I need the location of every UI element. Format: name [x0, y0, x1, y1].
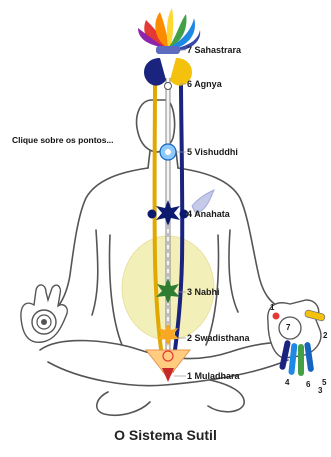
- chakra-5-vishuddhi[interactable]: [160, 144, 176, 160]
- finger-number-2[interactable]: 2: [323, 331, 327, 340]
- chakra-name: Swadisthana: [195, 333, 250, 343]
- finger-number-6[interactable]: 6: [306, 380, 310, 389]
- chakra-name: Muladhara: [195, 371, 240, 381]
- chakra-number: 7: [187, 45, 192, 55]
- chakra-number: 3: [187, 287, 192, 297]
- chakra-name: Nabhi: [195, 287, 220, 297]
- chakra-number: 5: [187, 147, 192, 157]
- chakra-name: Anahata: [194, 209, 230, 219]
- chakra-label-6[interactable]: 6 Agnya: [187, 79, 222, 89]
- finger-number-3[interactable]: 3: [318, 386, 322, 395]
- chakra-1-muladhara[interactable]: [146, 350, 190, 382]
- chakra-6-agnya[interactable]: [144, 58, 192, 90]
- chakra-number: 2: [187, 333, 192, 343]
- finger-number-1[interactable]: 1: [270, 303, 274, 312]
- chakra-name: Agnya: [194, 79, 222, 89]
- finger-number-5[interactable]: 5: [322, 378, 326, 387]
- finger-number-4[interactable]: 4: [285, 378, 289, 387]
- chakra-name: Sahastrara: [195, 45, 242, 55]
- chakra-name: Vishuddhi: [195, 147, 238, 157]
- chakra-number: 6: [187, 79, 192, 89]
- chakra-label-1[interactable]: 1 Muladhara: [187, 371, 240, 381]
- right-hand-center-number: 7: [286, 323, 290, 332]
- chakra-number: 1: [187, 371, 192, 381]
- click-hint-text: Clique sobre os pontos...: [12, 135, 114, 145]
- chakra-label-5[interactable]: 5 Vishuddhi: [187, 147, 238, 157]
- chakra-number: 4: [187, 209, 192, 219]
- chakra-label-7[interactable]: 7 Sahastrara: [187, 45, 241, 55]
- chakra-label-2[interactable]: 2 Swadisthana: [187, 333, 250, 343]
- diagram-title: O Sistema Sutil: [0, 427, 331, 443]
- left-hand: [21, 285, 67, 342]
- chakra-label-4[interactable]: 4 Anahata: [187, 209, 230, 219]
- chakra-label-3[interactable]: 3 Nabhi: [187, 287, 220, 297]
